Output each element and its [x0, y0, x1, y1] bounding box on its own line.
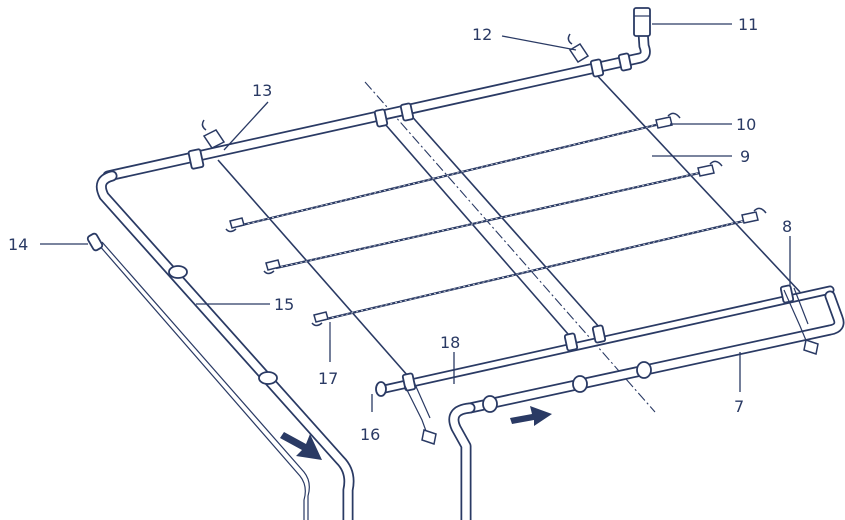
shade-sheet	[217, 69, 801, 377]
arrow-right-down-icon	[280, 432, 322, 460]
label-12: 12	[472, 25, 492, 44]
mount-clips	[201, 33, 590, 149]
pipe-couplers	[168, 52, 795, 413]
front-pipe-7	[448, 290, 845, 520]
top-pipe	[102, 10, 651, 182]
clip-13	[202, 129, 226, 149]
callout-labels: 11 12 13 10 9 8 14 15 18 17 7 16	[8, 15, 792, 444]
label-18: 18	[440, 333, 460, 352]
cable-hooks-right	[655, 112, 767, 224]
label-11: 11	[738, 15, 758, 34]
label-15: 15	[274, 295, 294, 314]
arrow-right-icon	[510, 406, 552, 426]
label-16: 16	[360, 425, 380, 444]
label-14: 14	[8, 235, 28, 254]
label-7: 7	[734, 397, 744, 416]
label-8: 8	[782, 217, 792, 236]
label-10: 10	[736, 115, 756, 134]
center-axis-line	[364, 81, 656, 413]
left-pipe	[95, 170, 355, 520]
label-17: 17	[318, 369, 338, 388]
tension-cables	[237, 122, 749, 322]
bracket-18	[403, 381, 437, 445]
cable-hook-10	[655, 116, 673, 129]
inlet-fitting-11	[633, 7, 651, 37]
bracket-8	[783, 287, 819, 355]
label-13: 13	[252, 81, 272, 100]
cable-hooks-left	[225, 217, 329, 327]
rope-14	[86, 232, 310, 520]
leader-lines	[40, 23, 791, 412]
cable-3	[321, 218, 749, 322]
label-9: 9	[740, 147, 750, 166]
clip-12	[568, 42, 590, 64]
